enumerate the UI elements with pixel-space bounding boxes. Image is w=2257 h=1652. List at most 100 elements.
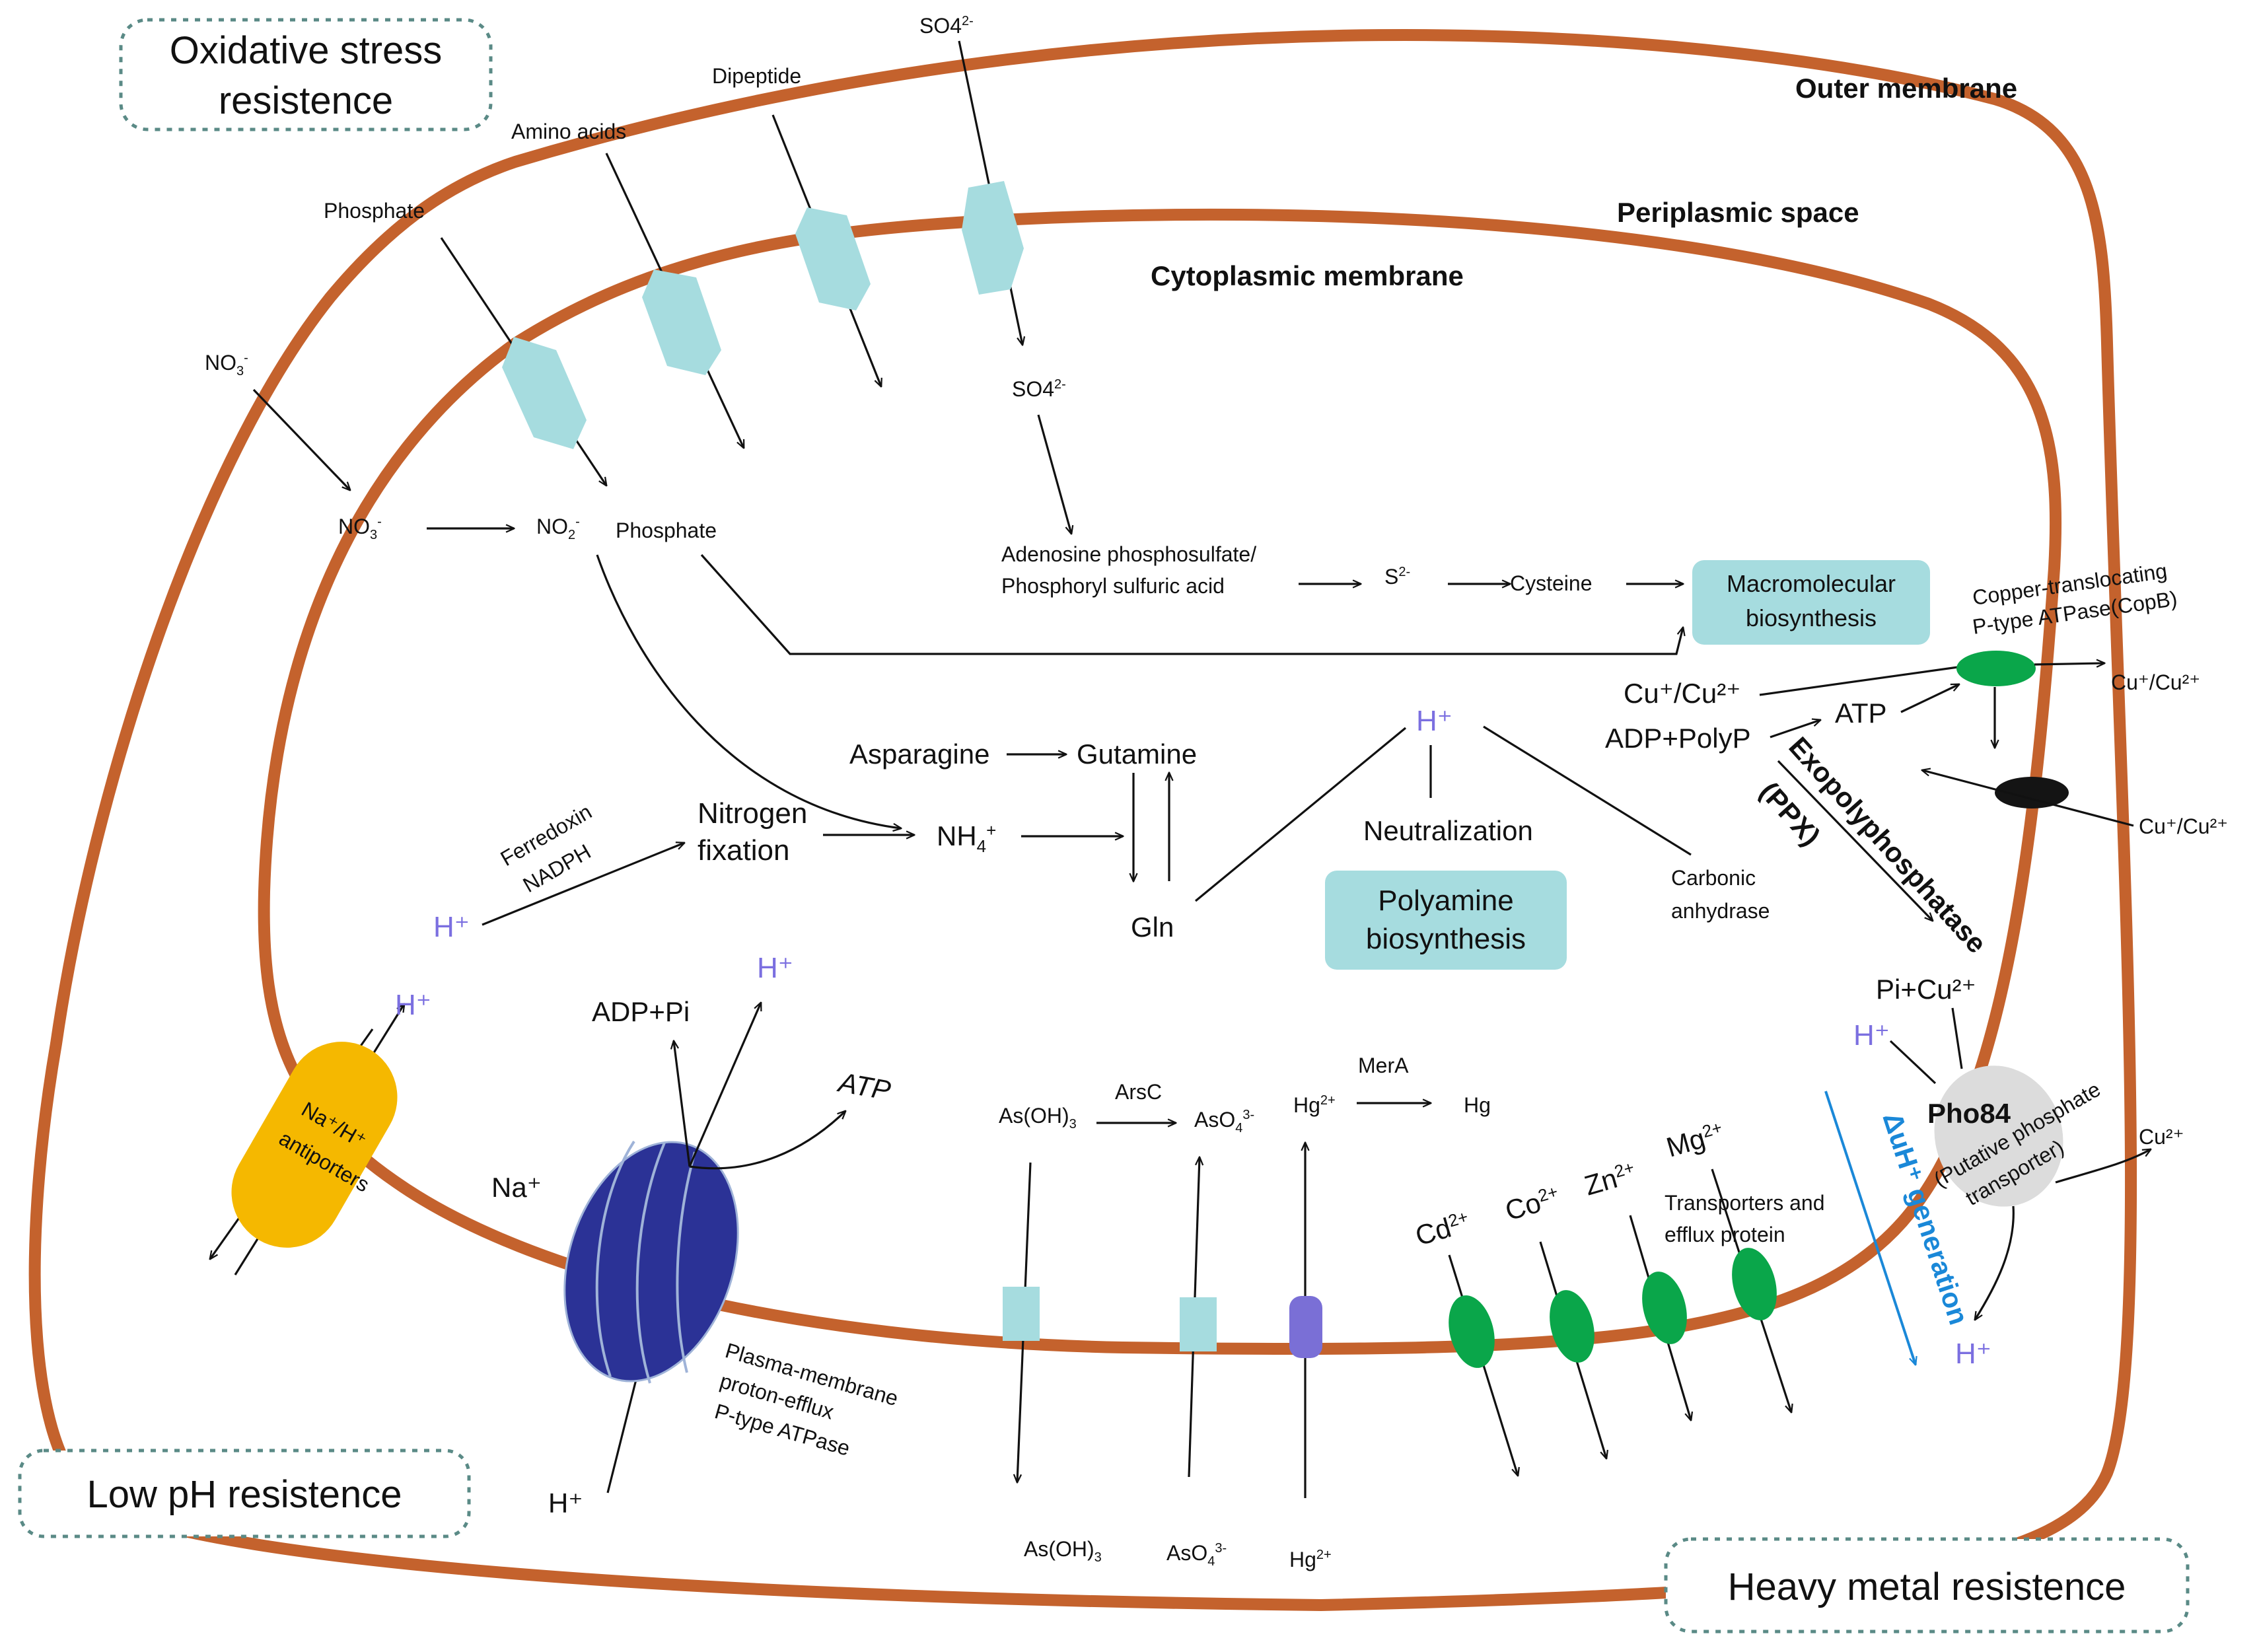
outer-membrane-label: Outer membrane (1795, 73, 2017, 104)
adp-polyp-label: ADP+PolyP (1605, 723, 1751, 754)
sodium-label: Na⁺ (491, 1172, 542, 1203)
h-plus-center: H⁺ (1416, 705, 1452, 737)
arsenate-inside-label: AsO43- (1194, 1108, 1254, 1135)
h-plus-nitrogen: H⁺ (433, 911, 470, 943)
polyamine-label-1: Polyamine (1378, 884, 1513, 917)
copb-efflux-arrow (2034, 663, 2104, 664)
macromolecular-label-1: Macromolecular (1727, 570, 1896, 597)
sulfide-label: S2- (1384, 565, 1410, 589)
atp-to-copb-arrow (1900, 684, 1959, 713)
aps-label-1: Adenosine phosphosulfate/ (1001, 542, 1256, 566)
arsc-label: ArsC (1115, 1080, 1162, 1104)
proton-atpase (563, 1140, 739, 1493)
magnesium-label: Mg2+ (1663, 1117, 1728, 1163)
h-to-pho84-line (1889, 1040, 1937, 1085)
pho84-proton-arrow (1975, 1205, 2015, 1320)
arsenate-outside-label: AsO43- (1166, 1541, 1227, 1569)
nitrate-outside-label: NO3- (205, 351, 248, 378)
copper-to-copb-line (1759, 666, 1958, 696)
nitrite-label: NO2- (536, 515, 580, 542)
pho84-transporter (1934, 1065, 2063, 1207)
phosphate-inside-label: Phosphate (616, 519, 717, 542)
cobalt-transporter (1550, 1290, 1594, 1363)
pi-copper-label: Pi+Cu²⁺ (1876, 974, 1976, 1005)
adp-pi-label: ADP+Pi (592, 996, 690, 1027)
h-plus-antiporter: H⁺ (395, 989, 431, 1021)
cadmium-transporter (1449, 1295, 1495, 1368)
phosphate-transporter: Phosphate (324, 199, 606, 485)
heavy-metal-title: Heavy metal resistence (1728, 1565, 2126, 1608)
nitrate-inside-label: NO3- (338, 515, 382, 542)
carbonic-anhydrase-label-2: anhydrase (1671, 899, 1770, 923)
dipeptide-transporter: Dipeptide (712, 64, 881, 386)
delta-uh-arrow (1824, 1091, 1916, 1365)
atp-copper-label: ATP (1835, 698, 1887, 729)
amino-acids-label: Amino acids (511, 120, 626, 143)
polyamine-biosynthesis-box: Polyamine biosynthesis (1325, 871, 1567, 970)
cobalt-label: Co2+ (1502, 1181, 1563, 1226)
mercury-label: Hg (1464, 1093, 1491, 1117)
mercury-transporter (1289, 1296, 1322, 1358)
sulfate-outside-label: SO42- (919, 14, 974, 38)
oxidative-stress-title-1: Oxidative stress (170, 29, 443, 72)
oxidative-stress-box: Oxidative stress resistence (119, 18, 493, 131)
copb-transporter (1956, 651, 2036, 686)
zinc-label: Zn2+ (1581, 1157, 1640, 1202)
cytoplasmic-membrane-label: Cytoplasmic membrane (1151, 260, 1464, 291)
periplasmic-space-label: Periplasmic space (1617, 197, 1859, 228)
cadmium-label: Cd2+ (1412, 1206, 1474, 1251)
arsenite-outside-label: As(OH)3 (1024, 1537, 1102, 1565)
polyp-to-atp-arrow (1770, 720, 1820, 738)
copper-uptake-transporter (1995, 777, 2069, 808)
phosphate-to-macromolecular-arrow (700, 554, 1683, 655)
sulfate-transporter: SO42- (919, 14, 1024, 345)
h-plus-atpase: H⁺ (757, 952, 793, 984)
arsenite-transporter (1003, 1287, 1040, 1341)
gln-label: Gln (1131, 912, 1174, 943)
copper2-outside-label: Cu²⁺ (2139, 1125, 2184, 1149)
atpase-atp-arrow (689, 1111, 845, 1170)
low-ph-box: Low pH resistence (18, 1449, 471, 1538)
copper-uptake-arrow (1922, 770, 2134, 827)
heavy-metal-box: Heavy metal resistence (1664, 1537, 2190, 1634)
exopolyphosphatase-arrow (1777, 760, 1933, 921)
ammonium-label: NH4+ (937, 820, 996, 856)
exopolyphosphatase-label: Exopolyphosphatase (1783, 731, 1993, 959)
dipeptide-label: Dipeptide (712, 64, 801, 88)
h-to-carbonic-line (1483, 725, 1692, 856)
polyamine-label-2: biosynthesis (1366, 923, 1526, 955)
pho84-copper-efflux-arrow (2055, 1149, 2151, 1184)
copper-inside-label: Cu⁺/Cu²⁺ (1624, 678, 1740, 709)
arsenite-inside-label: As(OH)3 (999, 1104, 1077, 1131)
asparagine-label: Asparagine (849, 738, 989, 770)
cysteine-label: Cysteine (1510, 571, 1593, 595)
atpase-h-arrow (688, 1003, 761, 1167)
pi-copper-to-pho84-line (1951, 1007, 1963, 1069)
transporters-label-2: efflux protein (1665, 1223, 1785, 1246)
transporters-label-1: Transporters and (1665, 1191, 1824, 1215)
sulfate-to-aps-arrow (1037, 414, 1071, 534)
low-ph-title: Low pH resistence (87, 1473, 402, 1516)
aps-label-2: Phosphoryl sulfuric acid (1001, 574, 1225, 598)
arsenate-transporter (1180, 1297, 1217, 1351)
sulfate-inside-label: SO42- (1012, 377, 1066, 401)
copper-outside-right-label: Cu⁺/Cu²⁺ (2139, 814, 2228, 838)
zinc-transporter (1642, 1272, 1687, 1344)
gln-to-h-line (1194, 727, 1407, 902)
neutralization-label: Neutralization (1363, 815, 1533, 846)
nitrite-to-ammonium-arrow (596, 554, 901, 828)
carbonic-anhydrase-label-1: Carbonic (1671, 866, 1756, 890)
h-plus-pho84-outside: H⁺ (1955, 1338, 1991, 1370)
antiporter-group: Na⁺/H⁺ antiporters (210, 1004, 417, 1275)
h-to-fixation-arrow (482, 843, 684, 926)
mercury-ion-inside-label: Hg2+ (1293, 1093, 1336, 1117)
antiporter-shape (231, 1042, 398, 1248)
nitrogen-fixation-label-2: fixation (698, 834, 789, 867)
amino-acid-transporter: Amino acids (511, 120, 744, 448)
nitrogen-fixation-label-1: Nitrogen (698, 797, 807, 830)
copper-outside-top-label: Cu⁺/Cu²⁺ (2111, 670, 2200, 694)
atp-atpase-label: ATP (834, 1066, 893, 1106)
h-plus-bottom: H⁺ (548, 1488, 583, 1519)
phosphate-outside-label: Phosphate (324, 199, 425, 223)
